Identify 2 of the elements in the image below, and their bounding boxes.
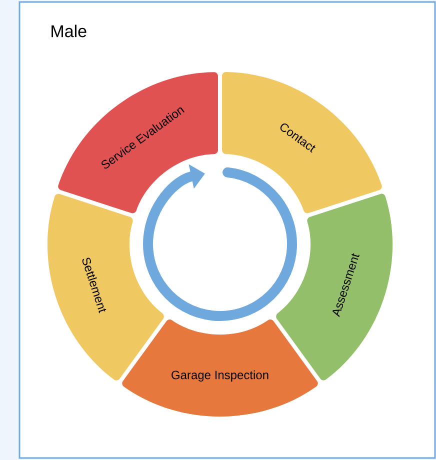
cycle-segment: Garage Inspection — [122, 320, 318, 417]
chart-title: Male — [52, 24, 86, 38]
